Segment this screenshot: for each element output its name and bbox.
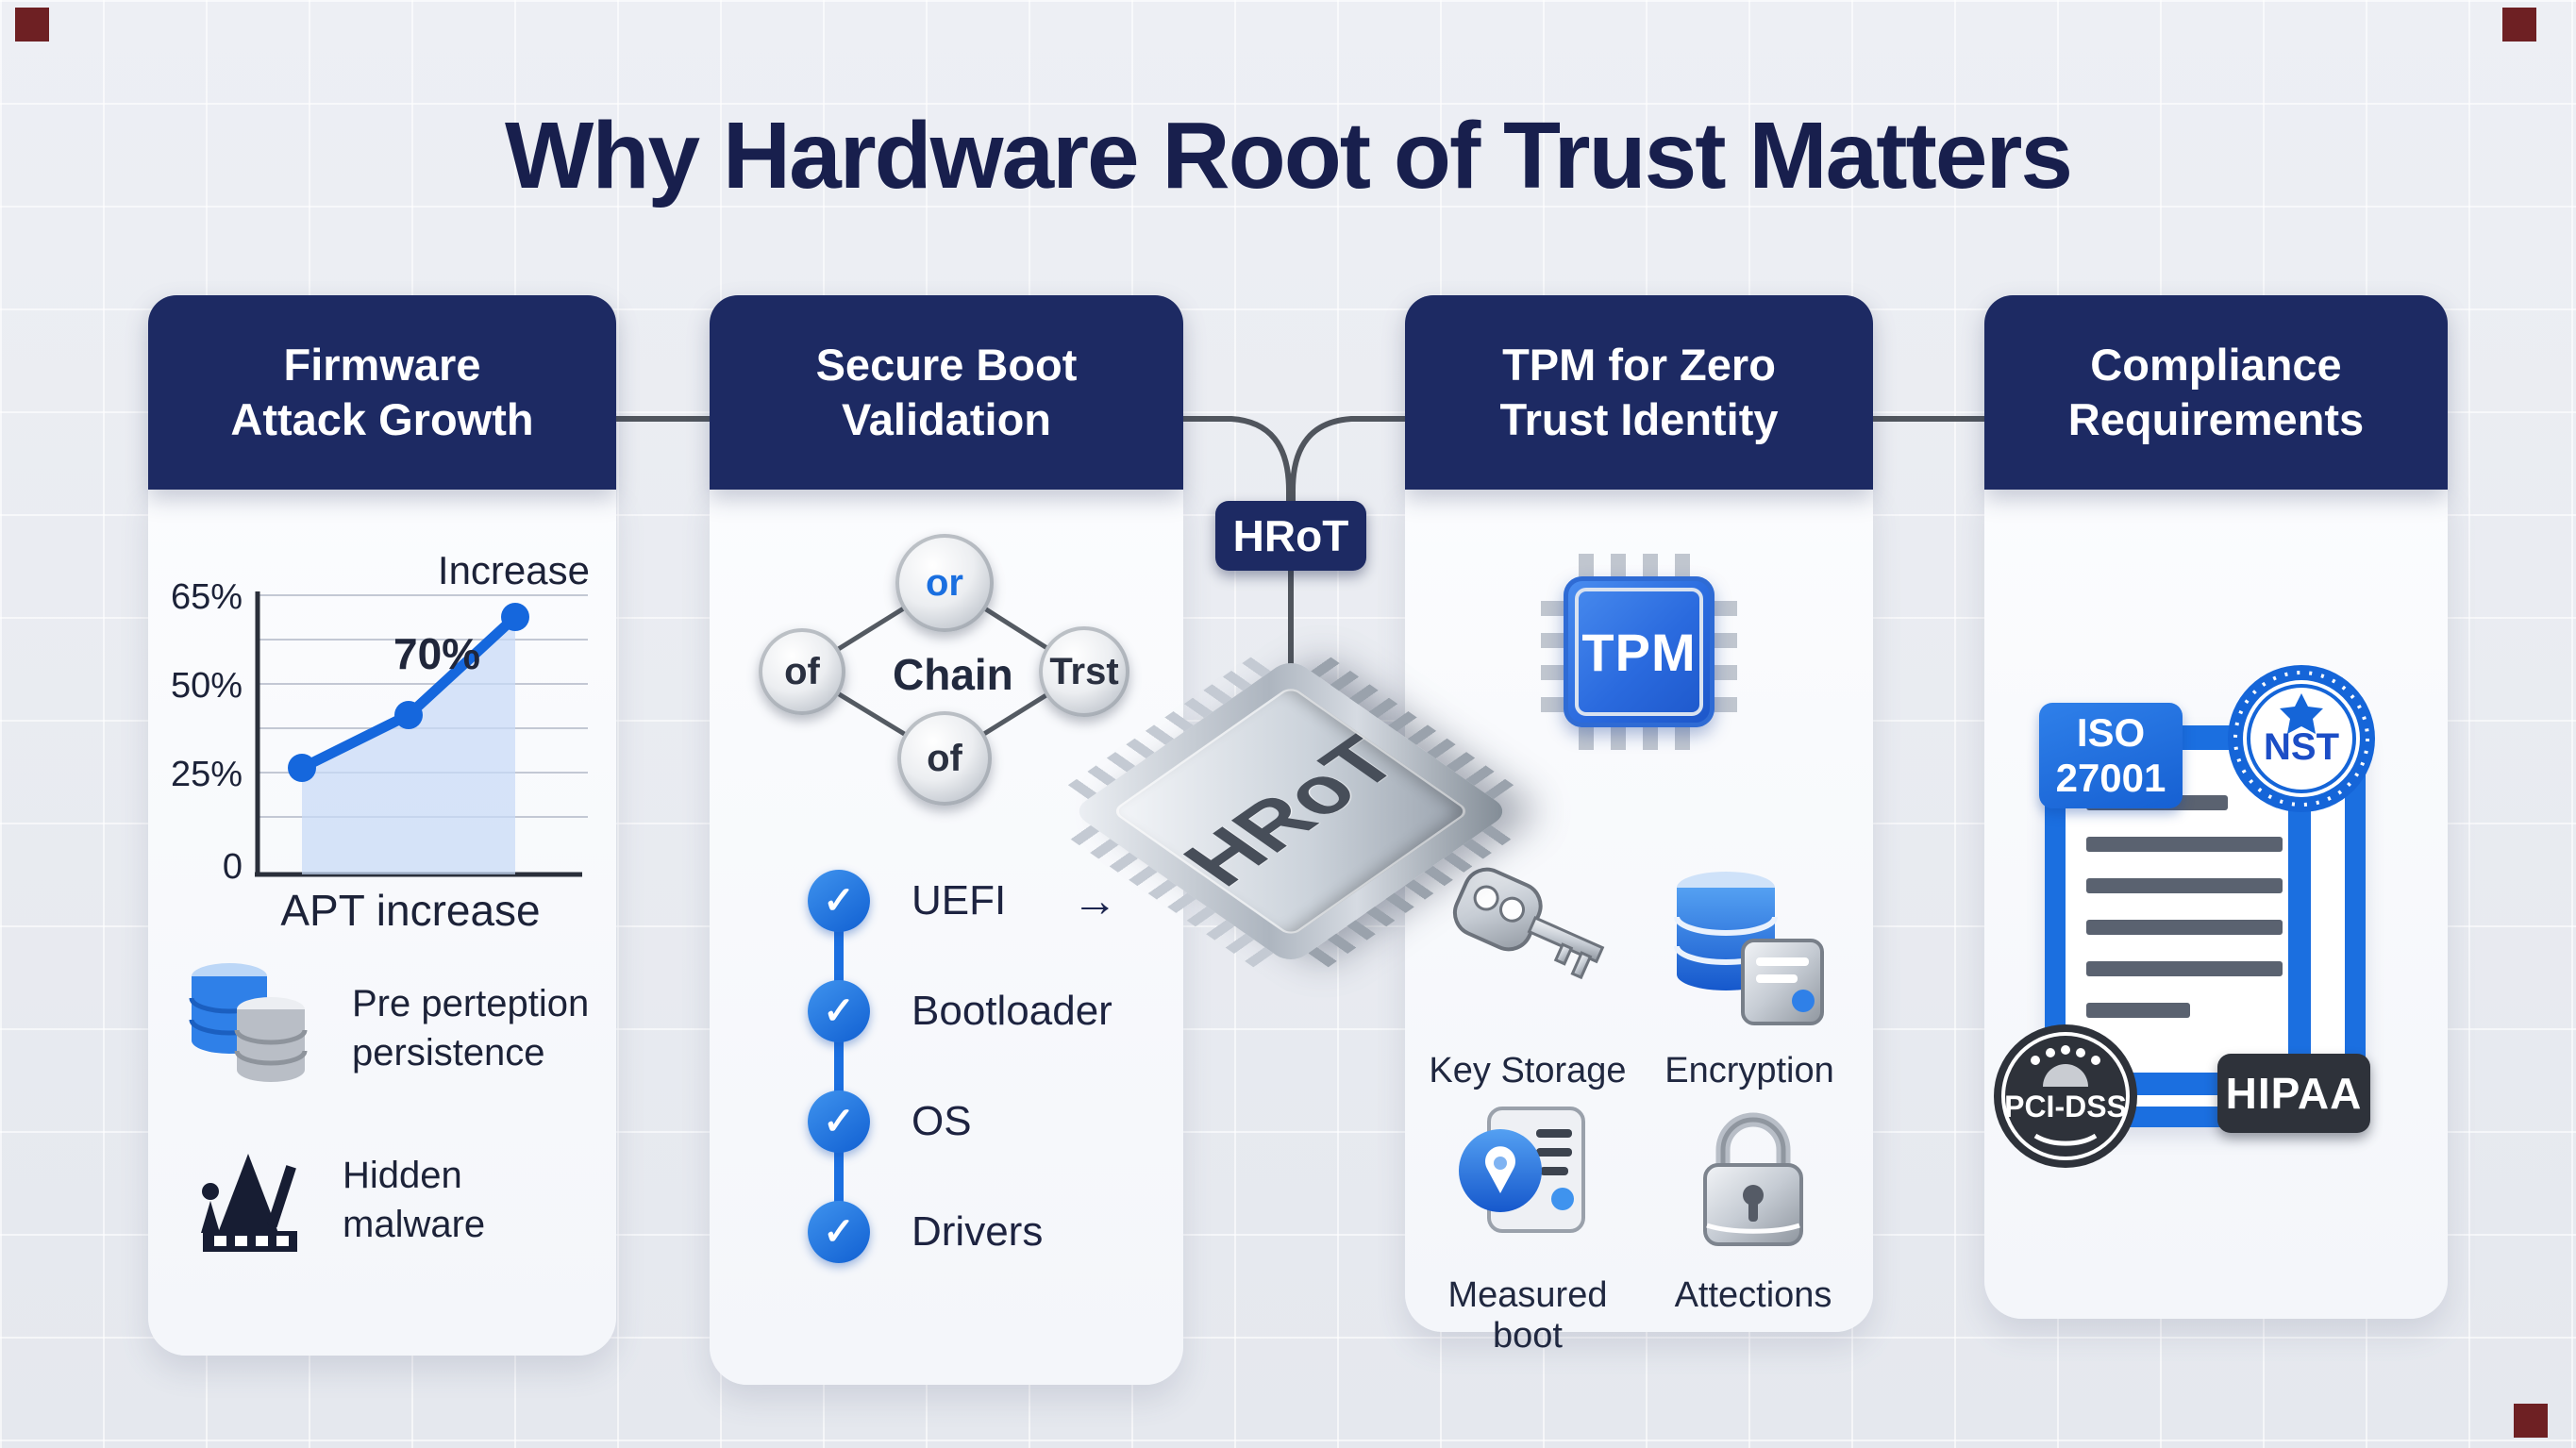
nist-seal-icon: NST [2228,665,2375,812]
header-text: Validation [842,394,1051,444]
list-item: Pre perteption persistence [182,959,589,1096]
firmware-attack-chart: 65% 50% 25% 0 70% Increase APT increase [171,548,590,935]
chart-line-label: Increase [438,548,590,592]
item-label: Pre perteption persistence [352,982,590,1074]
feature-attestation: Attections [1645,1101,1862,1316]
header-text: Requirements [2067,394,2365,444]
col-header-firmware: Firmware Attack Growth [148,295,616,490]
malware-icon [201,1154,297,1252]
tpm-chip-icon: TPM [1541,554,1737,750]
page-title: Why Hardware Root of Trust Matters [505,103,2073,208]
col-panel-firmware: 65% 50% 25% 0 70% Increase APT increase [148,490,616,1356]
chip-pins [1579,727,1699,750]
feature-measured-boot: Measured boot [1419,1101,1636,1356]
chain-center-label: Chain [893,650,1013,699]
ytick: 50% [171,666,243,706]
chart-point [288,754,316,782]
encrypted-database-icon [1674,872,1824,1025]
header-text: TPM for Zero [1502,340,1776,390]
checklist-item: ✓ Drivers [808,1201,1043,1263]
header-text: Attack Growth [230,394,534,444]
check-icon: ✓ [808,1090,870,1153]
chart-area-fill [302,617,515,874]
hrot-label-badge: HRoT [1215,501,1366,571]
chain-node-or: or [895,534,994,632]
chain-node-of-left: of [759,628,845,715]
header-text: Compliance [2090,340,2342,390]
measured-boot-icon [1459,1107,1585,1233]
chart-point [394,701,423,729]
col-header-tpm: TPM for Zero Trust Identity [1405,295,1873,490]
nist-seal: NST [2224,661,2379,821]
checklist-item: ✓ OS [808,1090,972,1153]
svg-text:NST: NST [2264,726,2339,768]
feature-key-storage: Key Storage [1419,867,1636,1091]
iso-27001-badge: ISO 27001 [2039,703,2183,808]
ytick: 65% [171,577,243,617]
chart-annotation: 70% [393,629,480,678]
header-text: Secure Boot [815,340,1078,390]
item-label: Hidden malware [343,1155,486,1245]
checklist-connector [834,906,844,1226]
col-panel-tpm: TPM Key Storage [1405,490,1873,1356]
hipaa-badge: HIPAA [2217,1054,2370,1133]
hrot-chip-body: HRoT [1067,655,1514,968]
chip-pins [1715,591,1737,712]
chart-point [501,603,529,631]
col-panel-compliance: ISO 27001 NST PCI-DSS [1984,490,2448,1319]
arrow-right-icon: → [1072,875,1118,926]
svg-text:PCI-DSS: PCI-DSS [2004,1090,2127,1123]
chain-node-of-bottom: of [897,711,992,806]
chip-pins [1541,591,1564,712]
corner-mark [2502,8,2536,42]
pci-dss-seal-icon: PCI-DSS [1994,1024,2137,1168]
list-item: Hidden malware [190,1139,485,1261]
header-text: Trust Identity [1499,394,1779,444]
header-text: Firmware [283,340,481,390]
hrot-chip: HRoT [1064,651,1517,972]
chart-xlabel: APT increase [280,886,540,935]
check-icon: ✓ [808,980,870,1042]
corner-mark [2514,1404,2548,1438]
col-header-compliance: Compliance Requirements [1984,295,2448,490]
chip-pins [1579,554,1699,576]
pci-dss-seal: PCI-DSS [1990,1021,2141,1176]
ytick: 25% [171,755,243,794]
corner-mark [15,8,49,42]
check-icon: ✓ [808,870,870,932]
database-icon [189,963,308,1082]
checklist-item: ✓ UEFI → [808,870,1117,932]
col-header-secure-boot: Secure Boot Validation [710,295,1183,490]
check-icon: ✓ [808,1201,870,1263]
key-icon [1452,867,1605,980]
checklist-item: ✓ Bootloader [808,980,1112,1042]
connector [2288,801,2311,1065]
iso-nist-connector [2181,725,2237,750]
ytick: 0 [223,847,243,887]
feature-encryption: Encryption [1641,867,1858,1091]
padlock-icon [1703,1112,1803,1246]
